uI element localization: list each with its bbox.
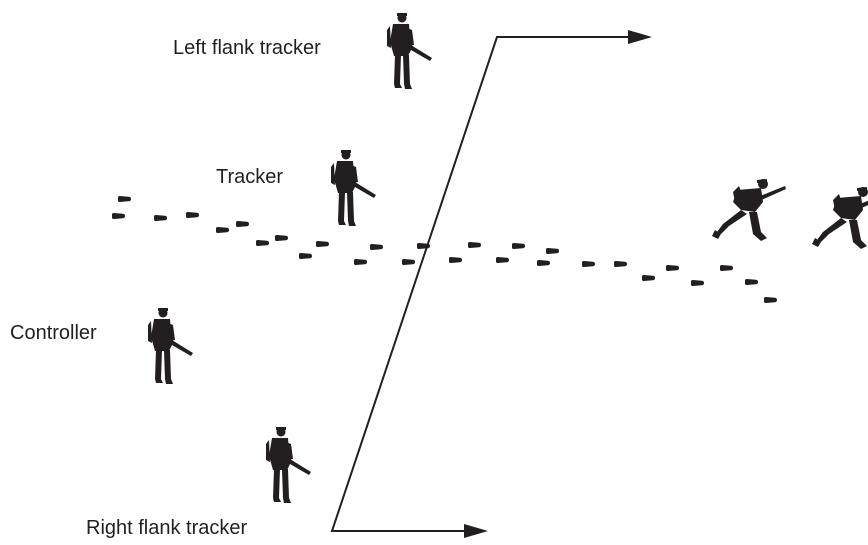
arrowheads	[464, 30, 652, 538]
running-enemy-icon	[812, 187, 868, 249]
right-flank-tracker-label: Right flank tracker	[86, 517, 248, 539]
footprint-icon	[316, 241, 329, 247]
footprint-icon	[118, 196, 131, 202]
footprint-icon	[236, 221, 249, 227]
footprint-icon	[745, 279, 758, 285]
footprint-icon	[720, 265, 733, 271]
controller-label: Controller	[10, 322, 97, 344]
arrow-right-top-icon	[628, 30, 652, 44]
footprint-icon	[186, 212, 199, 218]
footprint-icon	[691, 280, 704, 286]
footprint-icon	[216, 227, 229, 233]
footprint-icon	[642, 275, 655, 281]
right-flank-soldier-icon	[266, 427, 311, 503]
footprint-icon	[496, 257, 509, 263]
arrow-right-bottom-icon	[464, 524, 488, 538]
footprint-icon	[468, 242, 481, 248]
footprint-icon	[370, 244, 383, 250]
footprint-icon	[275, 235, 288, 241]
footprint-trail	[112, 196, 777, 303]
footprint-icon	[299, 253, 312, 259]
footprint-icon	[154, 215, 167, 221]
tracker-soldier-icon	[331, 150, 376, 226]
sweep-line	[330, 36, 630, 532]
footprint-icon	[256, 240, 269, 246]
footprint-icon	[764, 297, 777, 303]
left-flank-tracker-label: Left flank tracker	[173, 37, 321, 59]
footprint-icon	[614, 261, 627, 267]
running-enemy-icon	[712, 179, 786, 241]
footprint-icon	[112, 213, 125, 219]
footprint-icon	[666, 265, 679, 271]
controller-soldier-icon	[148, 308, 193, 384]
tracker-label: Tracker	[216, 166, 284, 188]
footprint-icon	[402, 259, 415, 265]
footprint-icon	[449, 257, 462, 263]
footprint-icon	[512, 243, 525, 249]
left-flank-soldier-icon	[387, 13, 432, 89]
footprint-icon	[582, 261, 595, 267]
sweep-path	[330, 36, 630, 532]
footprint-icon	[354, 259, 367, 265]
footprint-icon	[537, 260, 550, 266]
footprint-icon	[546, 248, 559, 254]
